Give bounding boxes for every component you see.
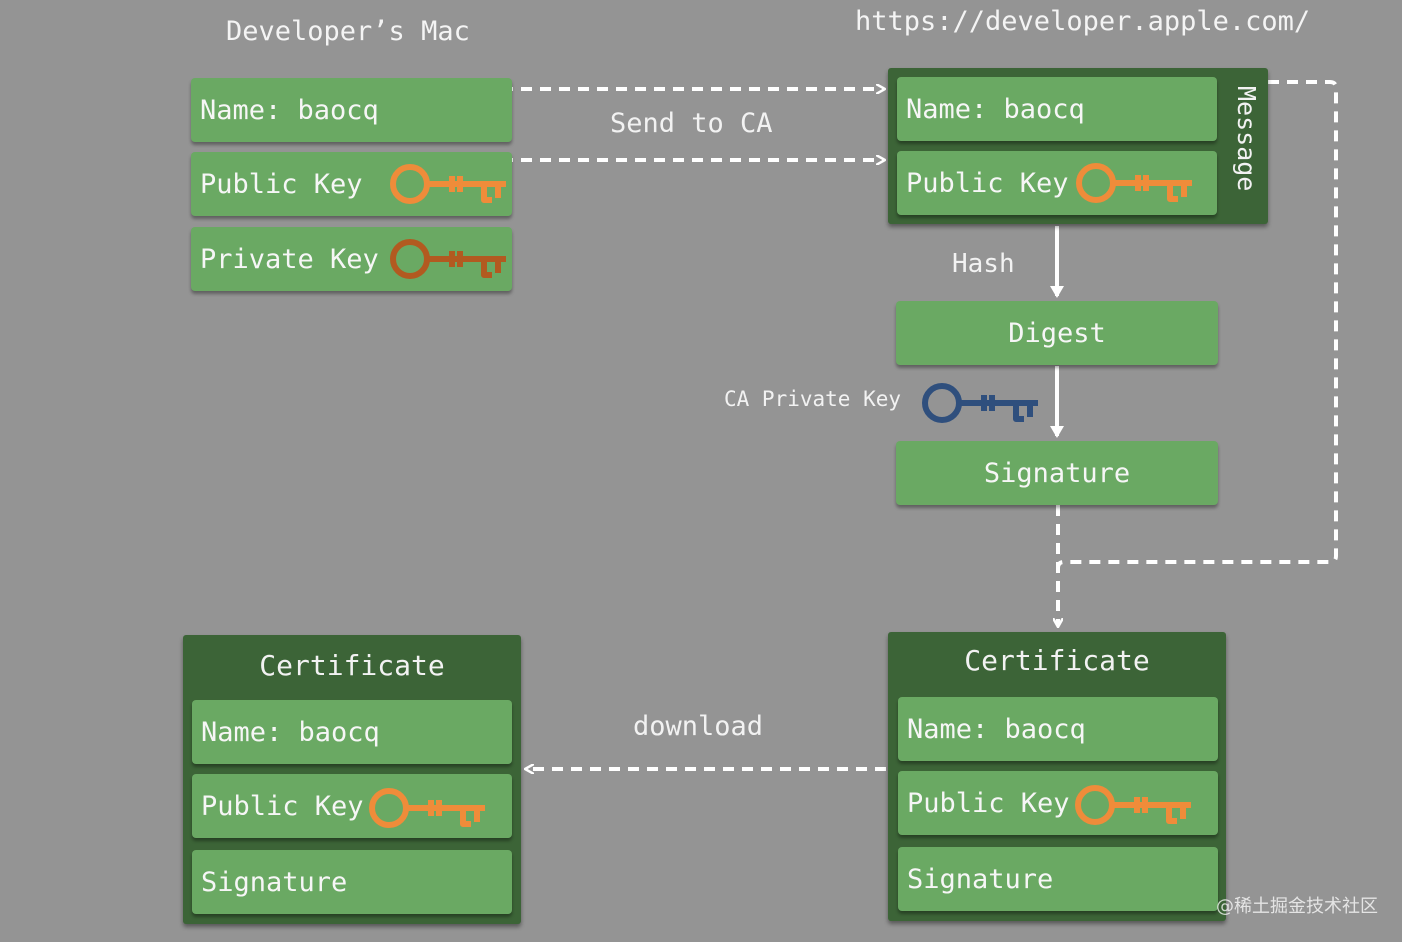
ca-private-key-label: CA Private Key — [724, 387, 902, 411]
hash-label: Hash — [952, 249, 1015, 279]
local-cert-signature-text: Signature — [201, 866, 348, 898]
signature-text: Signature — [983, 457, 1131, 489]
send-to-ca-label: Send to CA — [610, 108, 773, 139]
mac-public-key-box: Public Key — [191, 152, 512, 216]
message-label: Message — [1232, 86, 1261, 192]
key-icon — [390, 239, 506, 279]
mac-name-text: Name: baocq — [200, 94, 379, 126]
server-cert-name-text: Name: baocq — [907, 713, 1086, 745]
server-cert-name-box: Name: baocq — [898, 697, 1218, 761]
key-icon — [369, 788, 485, 828]
mac-public-key-text: Public Key — [200, 168, 363, 200]
developer-mac-heading: Developer’s Mac — [226, 16, 470, 47]
server-cert-public-key-text: Public Key — [907, 787, 1070, 819]
signature-box: Signature — [896, 441, 1218, 505]
download-label: download — [633, 711, 764, 742]
digest-text: Digest — [1008, 317, 1106, 349]
server-certificate-title: Certificate — [964, 644, 1150, 677]
apple-url-heading: https://developer.apple.com/ — [855, 6, 1311, 37]
watermark: @稀土掘金技术社区 — [1216, 896, 1378, 917]
local-cert-name-text: Name: baocq — [201, 716, 380, 748]
local-cert-public-key-box: Public Key — [192, 774, 512, 838]
mac-private-key-box: Private Key — [191, 227, 512, 291]
digest-box: Digest — [896, 301, 1218, 365]
server-cert-signature-text: Signature — [907, 863, 1054, 895]
message-name-text: Name: baocq — [906, 93, 1085, 125]
local-certificate-title: Certificate — [259, 649, 445, 682]
key-icon — [1076, 163, 1192, 203]
local-cert-public-key-text: Public Key — [201, 790, 364, 822]
server-cert-public-key-box: Public Key — [898, 771, 1218, 835]
key-icon — [1075, 785, 1191, 825]
key-icon — [390, 164, 506, 204]
key-icon — [922, 383, 1038, 423]
message-public-key-text: Public Key — [906, 167, 1069, 199]
mac-private-key-text: Private Key — [200, 243, 379, 275]
local-cert-name-box: Name: baocq — [192, 700, 512, 764]
server-cert-signature-box: Signature — [898, 847, 1218, 911]
mac-name-box: Name: baocq — [191, 78, 512, 142]
local-cert-signature-box: Signature — [192, 850, 512, 914]
message-name-box: Name: baocq — [897, 77, 1217, 141]
